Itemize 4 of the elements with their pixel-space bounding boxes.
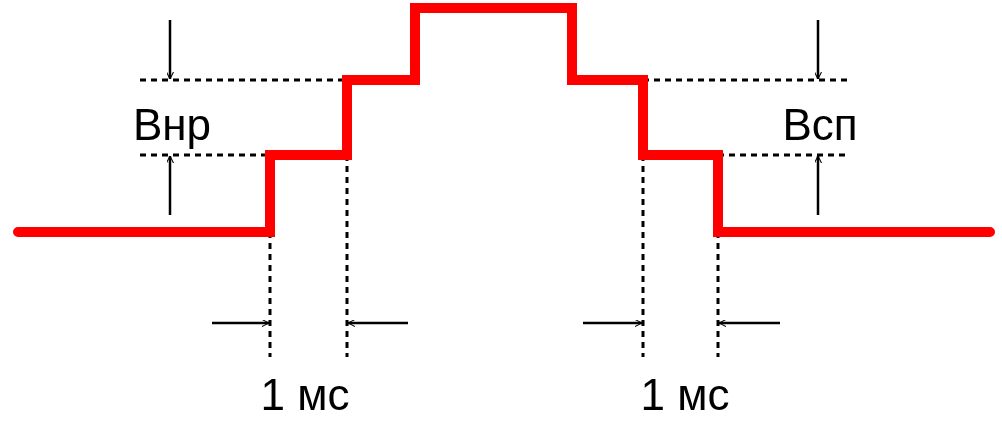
dimension-label: Внр [132,100,212,149]
dimension-label: 1 мс [260,370,350,419]
dimension-label: 1 мс [640,370,730,419]
dimension-label: Всп [782,100,858,149]
